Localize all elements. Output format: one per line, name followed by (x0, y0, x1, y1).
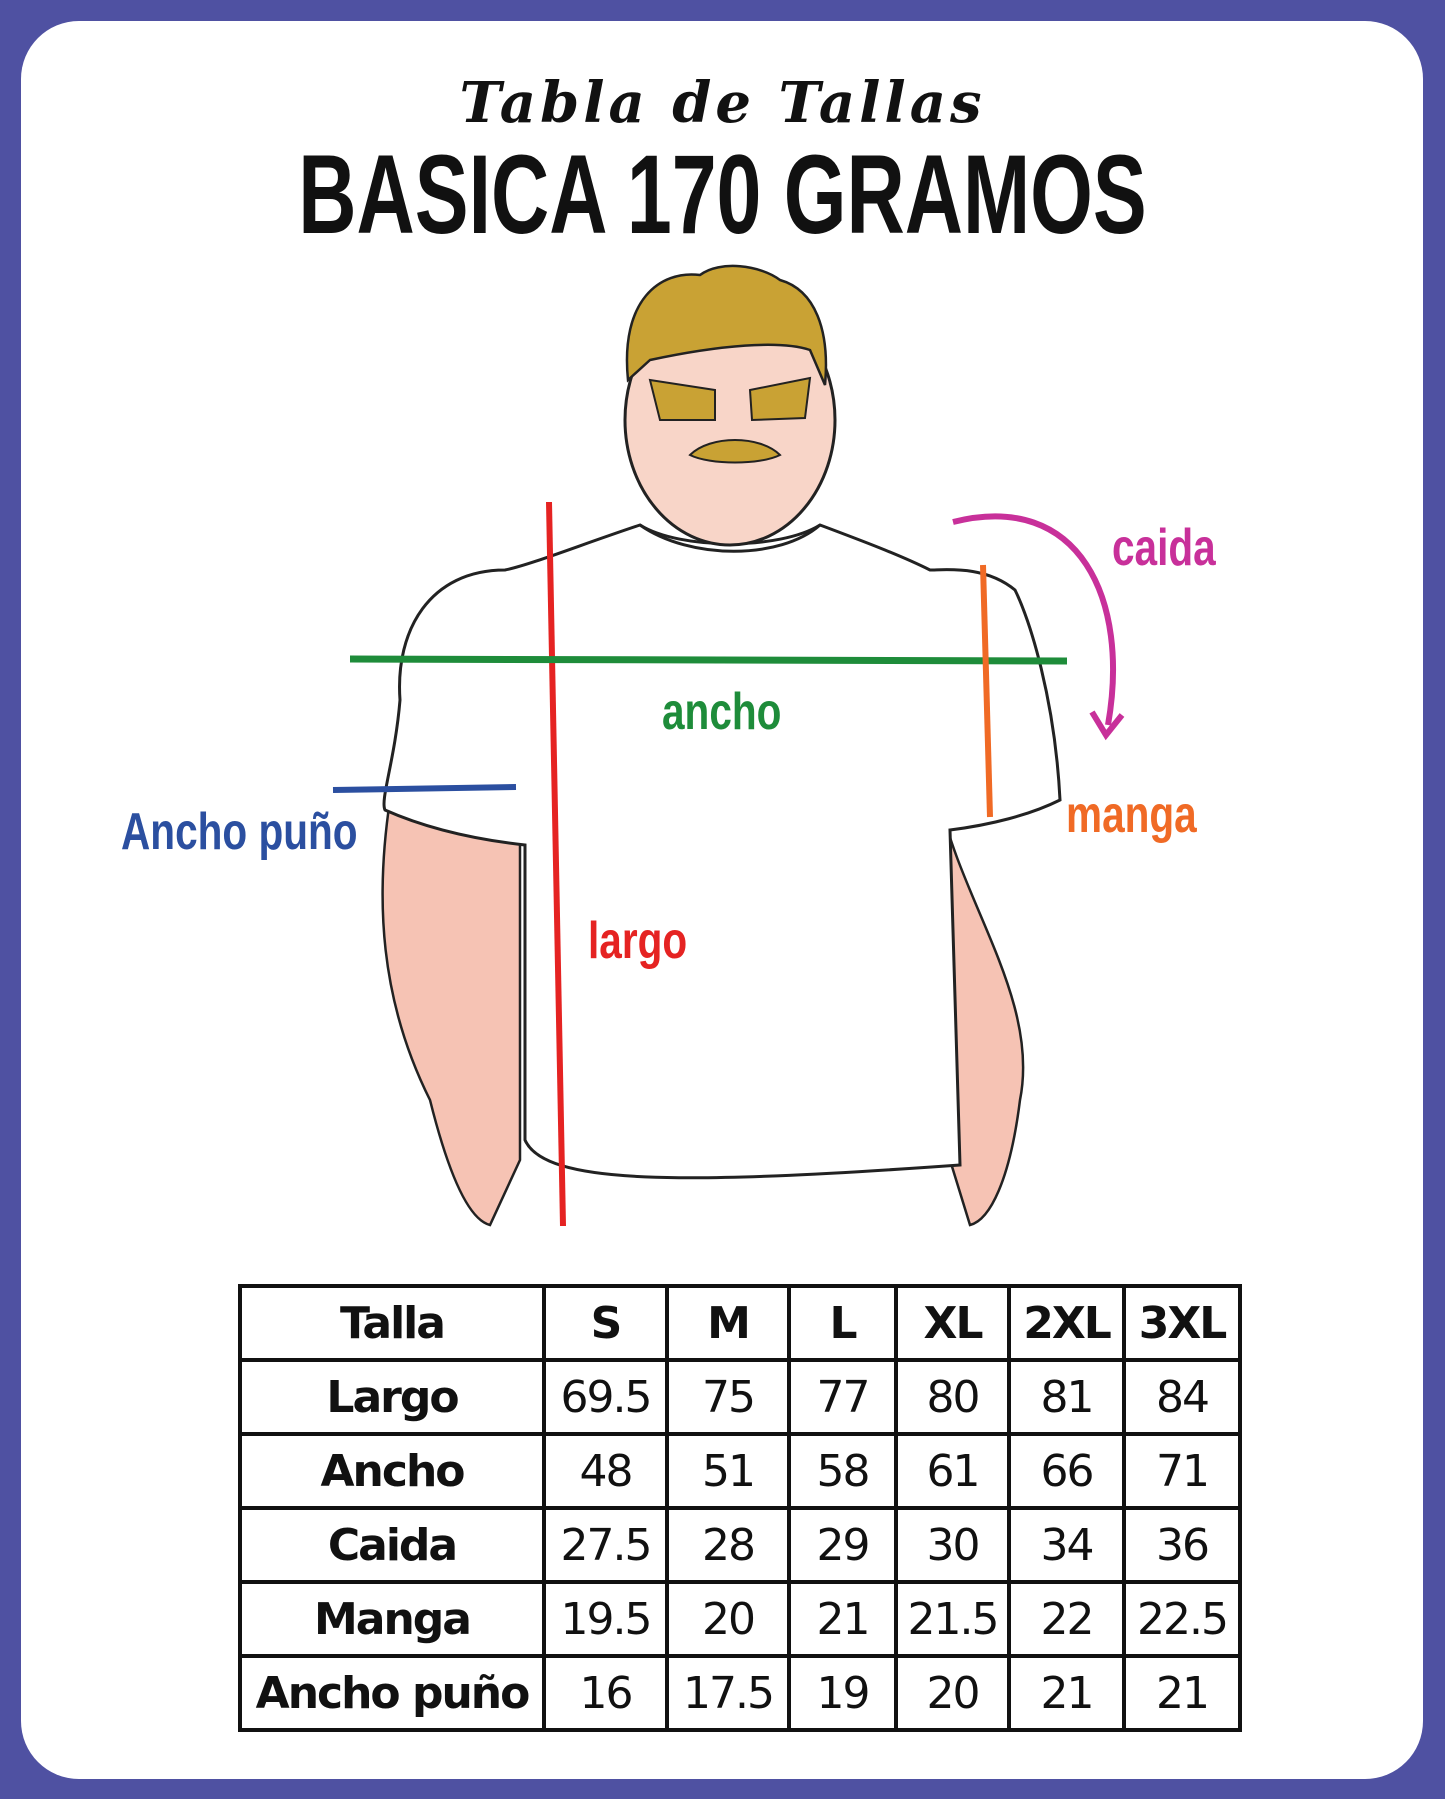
cell: 22 (1007, 1580, 1126, 1658)
row-label: Largo (238, 1358, 546, 1436)
cell: 28 (665, 1506, 791, 1584)
cell: 16 (542, 1654, 669, 1732)
cell: 80 (894, 1358, 1011, 1436)
cell: 77 (787, 1358, 898, 1436)
table-row: Largo 69.5 75 77 80 81 84 (238, 1358, 1242, 1436)
cell: 29 (787, 1506, 898, 1584)
largo-line (546, 501, 566, 1227)
chart-title: Tabla de Tallas (459, 70, 986, 136)
table-row: Ancho puño 16 17.5 19 20 21 21 (238, 1654, 1242, 1732)
cell: 66 (1007, 1432, 1126, 1510)
cell: 58 (787, 1432, 898, 1510)
cell: 30 (894, 1506, 1011, 1584)
cell: 36 (1122, 1506, 1242, 1584)
header-cell: 3XL (1122, 1284, 1242, 1362)
row-label: Ancho puño (238, 1654, 546, 1732)
cell: 61 (894, 1432, 1011, 1510)
cell: 21.5 (894, 1580, 1011, 1658)
table-row: Caida 27.5 28 29 30 34 36 (238, 1506, 1242, 1584)
cell: 19.5 (542, 1580, 669, 1658)
chart-subtitle: BASICA 170 GRAMOS (298, 132, 1147, 257)
table-header-row: Talla S M L XL 2XL 3XL (238, 1284, 1242, 1362)
caida-arrow (952, 513, 1117, 726)
row-label: Caida (238, 1506, 546, 1584)
cell: 20 (665, 1580, 791, 1658)
size-table: Talla S M L XL 2XL 3XL Largo 69.5 75 77 … (238, 1284, 1242, 1732)
header-cell: 2XL (1007, 1284, 1126, 1362)
row-label: Ancho (238, 1432, 546, 1510)
ancho-line (349, 655, 1068, 665)
cell: 22.5 (1122, 1580, 1242, 1658)
cell: 69.5 (542, 1358, 669, 1436)
cell: 84 (1122, 1358, 1242, 1436)
cell: 21 (1122, 1654, 1242, 1732)
manga-line (980, 564, 993, 818)
table-row: Ancho 48 51 58 61 66 71 (238, 1432, 1242, 1510)
header-cell: S (542, 1284, 669, 1362)
cell: 51 (665, 1432, 791, 1510)
header-cell: XL (894, 1284, 1011, 1362)
cell: 21 (787, 1580, 898, 1658)
manga-label: manga (1066, 786, 1197, 844)
caida-label: caida (1112, 519, 1216, 577)
cell: 17.5 (665, 1654, 791, 1732)
largo-label: largo (588, 912, 688, 970)
cell: 27.5 (542, 1506, 669, 1584)
cell: 71 (1122, 1432, 1242, 1510)
cell: 21 (1007, 1654, 1126, 1732)
cell: 34 (1007, 1506, 1126, 1584)
cell: 75 (665, 1358, 791, 1436)
cell: 20 (894, 1654, 1011, 1732)
cell: 48 (542, 1432, 669, 1510)
cell: 81 (1007, 1358, 1126, 1436)
ancho-label: ancho (662, 683, 782, 741)
row-label: Manga (238, 1580, 546, 1658)
header-cell: M (665, 1284, 791, 1362)
head (623, 264, 837, 547)
ancho-puno-line (332, 784, 517, 793)
header-cell: Talla (238, 1284, 546, 1362)
header-cell: L (787, 1284, 898, 1362)
cell: 19 (787, 1654, 898, 1732)
ancho-puno-label: Ancho puño (121, 803, 358, 861)
table-row: Manga 19.5 20 21 21.5 22 22.5 (238, 1580, 1242, 1658)
